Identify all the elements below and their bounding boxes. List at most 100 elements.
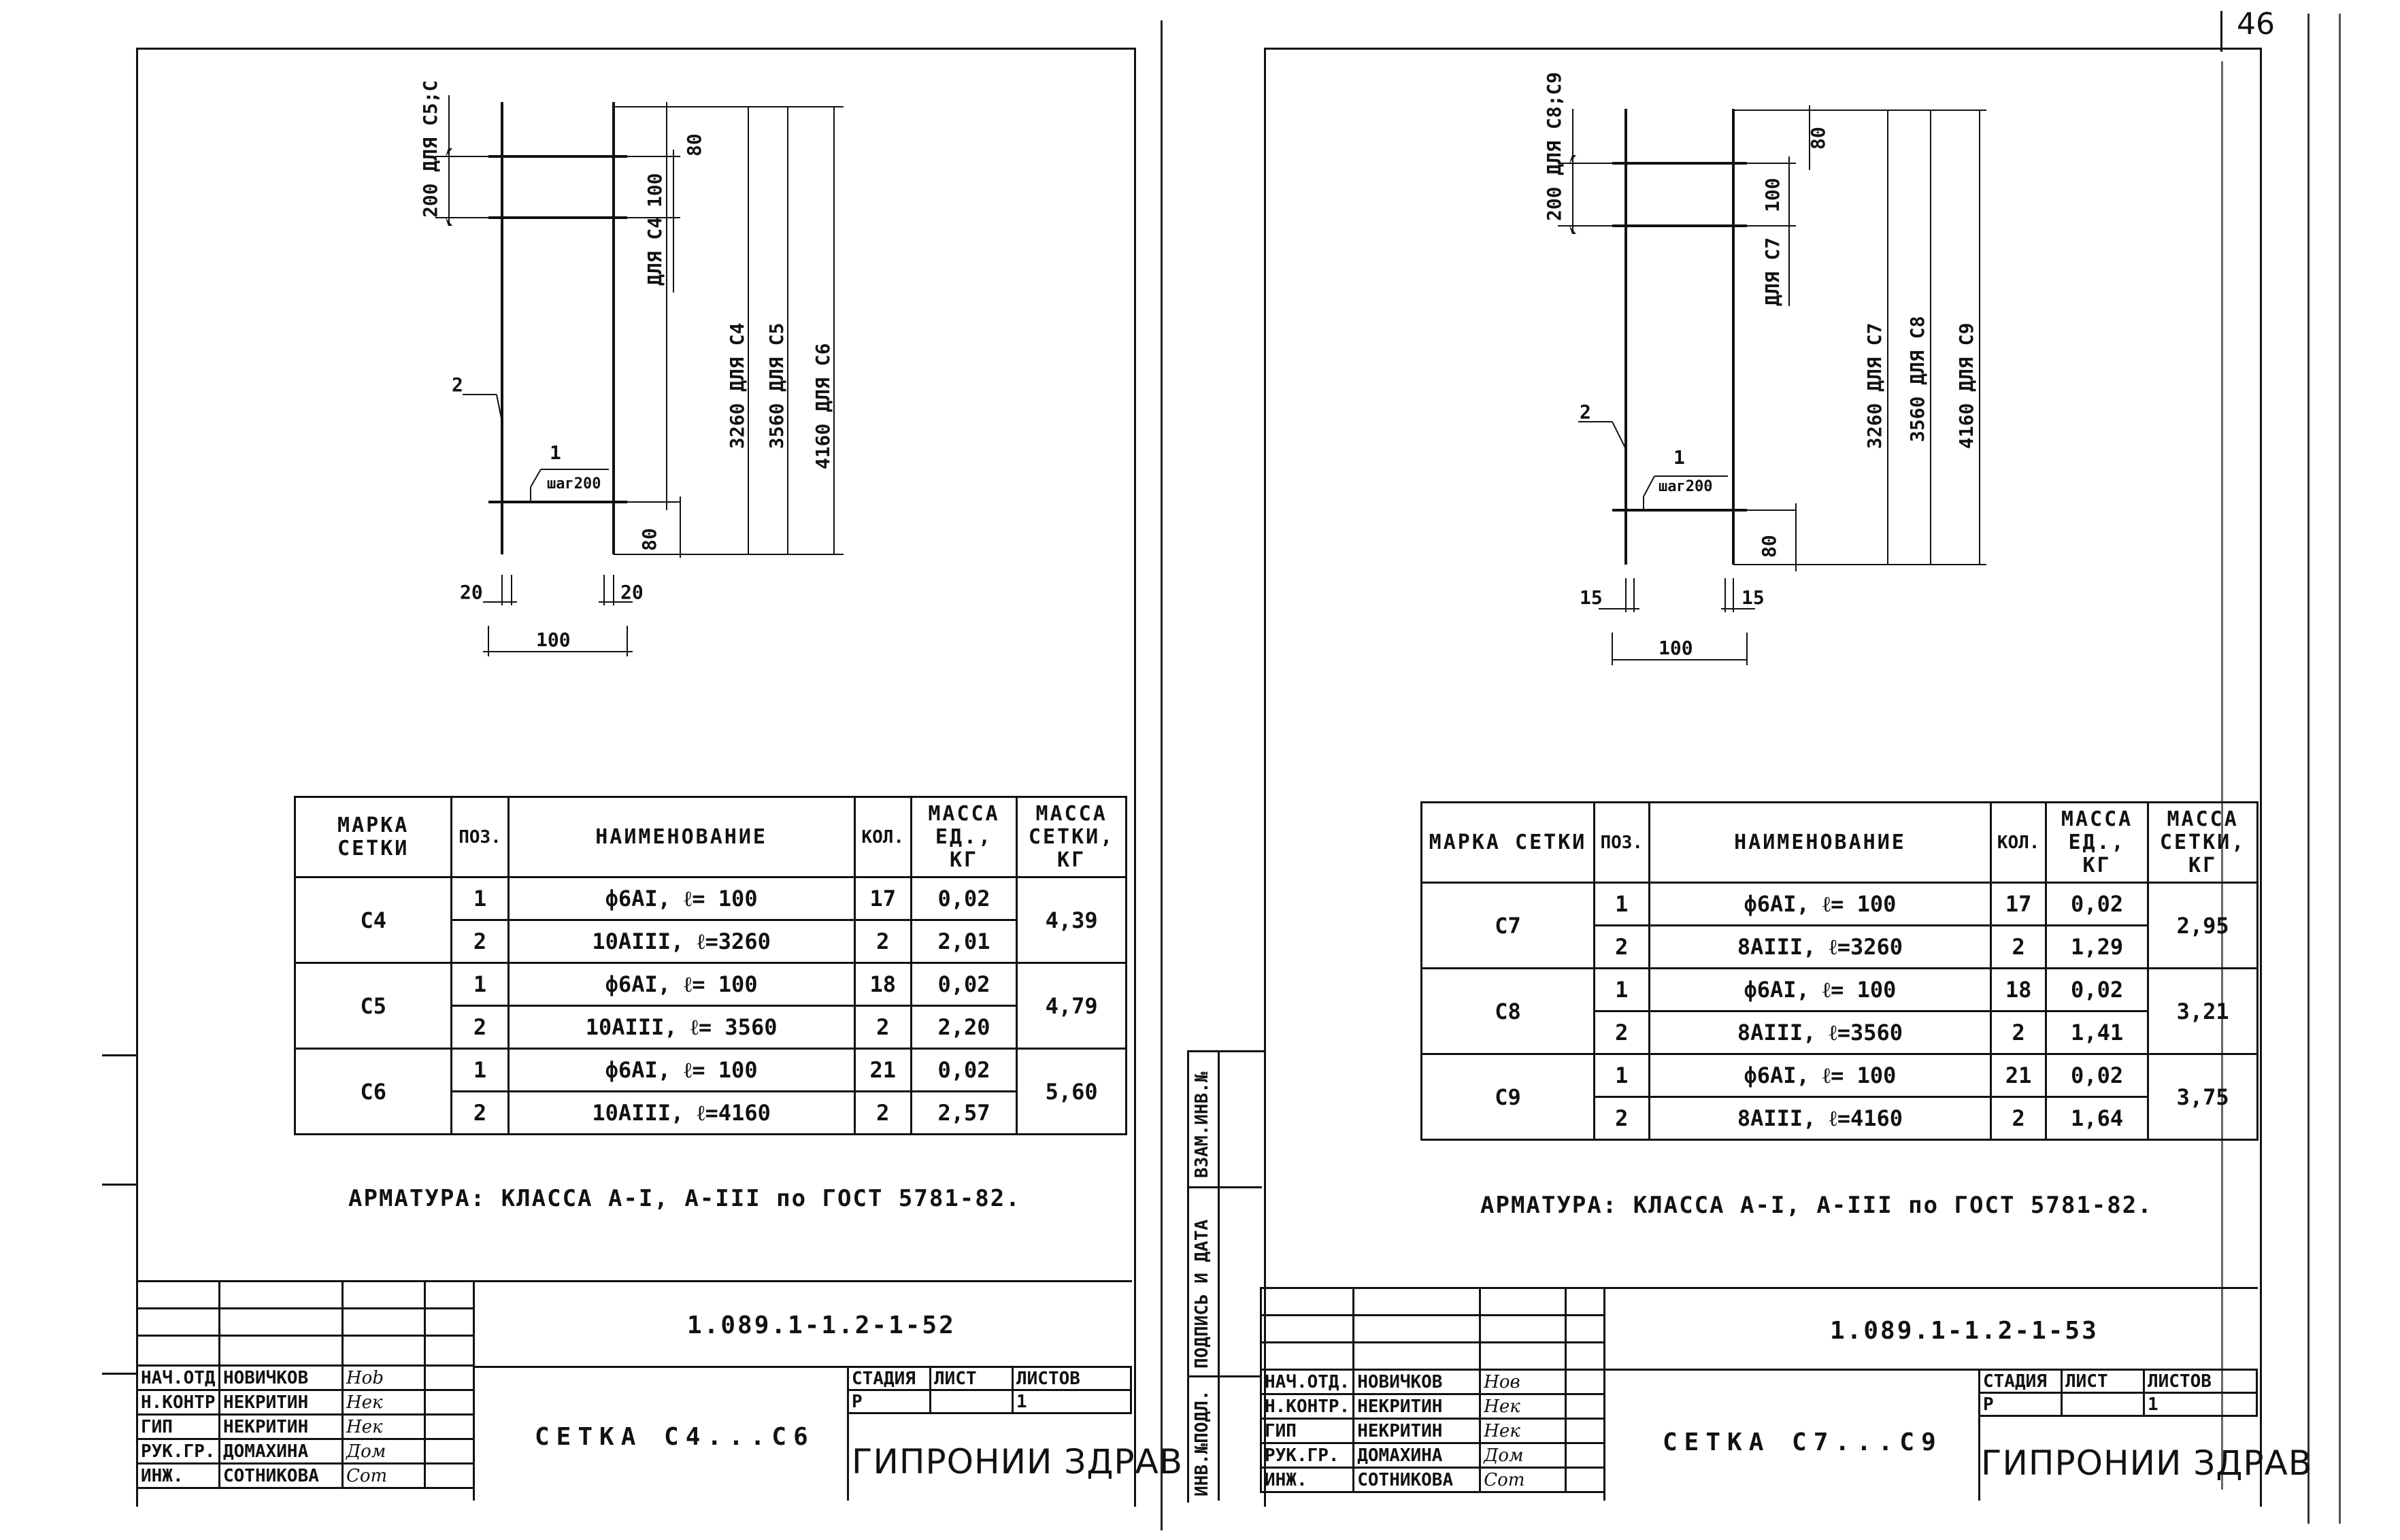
replacement-inv-label: ВЗАМ.ИНВ.№	[1192, 1071, 1212, 1178]
left-spec-table: МАРКА СЕТКИ ПОЗ. НАИМЕНОВАНИЕ КОЛ. МАССА…	[293, 796, 1127, 1135]
role-cell: ГИП	[136, 1413, 220, 1440]
role-cell: РУК.ГР.	[136, 1438, 220, 1464]
col-name: НАИМЕНОВАНИЕ	[507, 796, 856, 878]
right-stage-table: СТАДИЯ ЛИСТ ЛИСТОВ Р 1	[1978, 1369, 2258, 1417]
pos-cell: 2	[450, 1005, 510, 1050]
qty-cell: 17	[1990, 882, 2047, 926]
pos-cell: 1	[1593, 1053, 1650, 1098]
name-cell: ДОМАХИНА	[218, 1438, 344, 1464]
role-cell: Н.КОНТР	[136, 1389, 220, 1416]
mass-cell: 0,02	[2044, 1053, 2150, 1098]
left-stamp-hline	[475, 1366, 1132, 1368]
signature: Нек	[1479, 1418, 1567, 1444]
name-cell: ДОМАХИНА	[1352, 1442, 1482, 1469]
name-cell: ф6АI, ℓ= 100	[507, 962, 856, 1007]
name-cell: НЕКРИТИН	[1352, 1393, 1482, 1420]
name-cell: НОВИЧКОВ	[218, 1365, 344, 1391]
dim-left-offset: 15	[1580, 586, 1603, 609]
binding-line	[2339, 14, 2341, 1524]
total-cell: 5,60	[1016, 1048, 1127, 1135]
pos-cell: 1	[1593, 967, 1650, 1012]
signature: Нек	[341, 1413, 426, 1440]
mark-cell: С9	[1420, 1053, 1596, 1141]
left-mesh-drawing: 200 ДЛЯ С5;С6 80 100 ДЛЯ С4 3260 ДЛЯ С4 …	[419, 82, 844, 656]
signature: Ноb	[341, 1365, 426, 1391]
left-org-box	[847, 1413, 1134, 1501]
total-cell: 4,39	[1016, 876, 1127, 964]
binding-line	[2221, 61, 2223, 1490]
name-cell: ф6АI, ℓ= 100	[507, 1048, 856, 1092]
stage-value: Р	[847, 1389, 931, 1414]
signature: Нек	[341, 1389, 426, 1416]
page-divider	[1161, 20, 1163, 1530]
name-cell: НОВИЧКОВ	[1352, 1369, 1482, 1395]
dim-80-bottom: 80	[1758, 535, 1780, 558]
drawing-title: СЕТКА С4...С6	[535, 1423, 815, 1451]
dim-top-spacing: 200 ДЛЯ С8;С9	[1543, 72, 1565, 221]
right-stamp-frame	[1264, 1287, 2258, 1503]
role-cell: Н.КОНТР.	[1259, 1393, 1355, 1420]
col-unit-mass: МАССА ЕД., КГ	[910, 796, 1018, 878]
left-margin-tick	[102, 1054, 136, 1056]
col-unit-mass: МАССА ЕД., КГ	[2044, 801, 2150, 884]
dim-length-2: 3560 ДЛЯ С5	[765, 323, 788, 449]
pos-2-label: 2	[452, 373, 463, 396]
qty-cell: 18	[853, 962, 912, 1007]
stage-label: СТАДИЯ	[847, 1366, 931, 1391]
role-cell: ИНЖ.	[136, 1462, 220, 1489]
dim-length-1: 3260 ДЛЯ С7	[1863, 323, 1886, 449]
sheet-label: ЛИСТ	[2061, 1369, 2145, 1394]
qty-cell: 21	[853, 1048, 912, 1092]
qty-cell: 17	[853, 876, 912, 921]
pos-2-label: 2	[1580, 401, 1591, 423]
dim-left-offset: 20	[460, 581, 483, 603]
mass-cell: 1,64	[2044, 1096, 2150, 1141]
drawing-title: СЕТКА С7...С9	[1663, 1428, 1943, 1456]
dim-80-top: 80	[1807, 127, 1829, 150]
name-cell: НЕКРИТИН	[218, 1389, 344, 1416]
pos-cell: 2	[1593, 1096, 1650, 1141]
right-org-box	[1978, 1416, 2260, 1501]
stage-label: СТАДИЯ	[1978, 1369, 2063, 1394]
total-cell: 4,79	[1016, 962, 1127, 1050]
qty-cell: 2	[1990, 1010, 2047, 1055]
mass-cell: 1,41	[2044, 1010, 2150, 1055]
qty-cell: 2	[853, 1005, 912, 1050]
col-mark: МАРКА СЕТКИ	[293, 796, 453, 878]
left-margin-tick	[102, 1373, 136, 1375]
pos-cell: 1	[1593, 882, 1650, 926]
left-margin-tick	[102, 1184, 136, 1186]
name-cell: ф6АI, ℓ= 100	[1648, 967, 1993, 1012]
side-strip-hline	[1187, 1186, 1262, 1188]
signature: Сот	[1479, 1467, 1567, 1493]
name-cell: СОТНИКОВА	[1352, 1467, 1482, 1493]
name-cell: НЕКРИТИН	[1352, 1418, 1482, 1444]
qty-cell: 2	[1990, 1096, 2047, 1141]
mass-cell: 2,20	[910, 1005, 1018, 1050]
mass-cell: 0,02	[2044, 882, 2150, 926]
mass-cell: 0,02	[910, 876, 1018, 921]
name-cell: ф6АI, ℓ= 100	[507, 876, 856, 921]
mark-cell: С6	[293, 1048, 453, 1135]
dim-right-offset: 15	[1741, 586, 1765, 609]
name-cell: ф6АI, ℓ= 100	[1648, 1053, 1993, 1098]
step-label: шаг200	[547, 475, 601, 492]
signature: Нов	[1479, 1369, 1567, 1395]
qty-cell: 18	[1990, 967, 2047, 1012]
mass-cell: 2,57	[910, 1090, 1018, 1135]
right-spec-table: МАРКА СЕТКИ ПОЗ. НАИМЕНОВАНИЕ КОЛ. МАССА…	[1420, 801, 2259, 1141]
name-cell: 10АIII, ℓ= 3560	[507, 1005, 856, 1050]
page-number: 46	[2237, 7, 2275, 41]
total-cell: 3,75	[2147, 1053, 2259, 1141]
mass-cell: 2,01	[910, 919, 1018, 964]
side-label-strip	[1187, 1050, 1264, 1503]
col-qty: КОЛ.	[1990, 801, 2047, 884]
dim-length-3: 4160 ДЛЯ С6	[812, 344, 834, 469]
role-cell: РУК.ГР.	[1259, 1442, 1355, 1469]
sheets-value: 1	[2143, 1392, 2258, 1417]
mark-cell: С7	[1420, 882, 1596, 969]
signature-date-label: ПОДПИСЬ И ДАТА	[1192, 1219, 1212, 1369]
left-sheet-frame	[136, 48, 1136, 1507]
pos-cell: 2	[450, 919, 510, 964]
col-mesh-mass: МАССА СЕТКИ, КГ	[1016, 796, 1127, 878]
